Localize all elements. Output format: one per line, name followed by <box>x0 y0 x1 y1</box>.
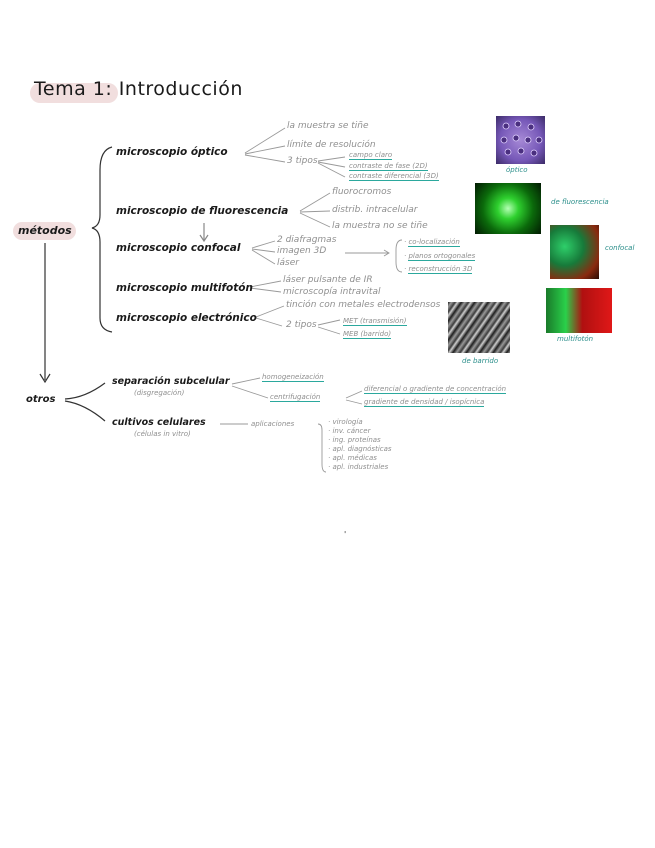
cultivos-title: cultivos celulares <box>112 417 206 428</box>
cultivos-list-6: · apl. industriales <box>328 463 389 471</box>
caption-fluorescencia: de fluorescencia <box>551 198 609 206</box>
metodos-highlight <box>13 222 76 240</box>
page-title: Tema 1: Introducción <box>34 78 243 100</box>
cultivos-list-4: · apl. diagnósticas <box>328 445 392 453</box>
electronico-tipo-2: MEB (barrido) <box>343 330 392 339</box>
cultivos-list-5: · apl. médicas <box>328 454 377 462</box>
optico-item-3: 3 tipos <box>287 156 318 166</box>
optico-tipo-2: contraste de fase (2D) <box>349 162 428 171</box>
caption-barrido: de barrido <box>462 357 499 365</box>
fluor-item-1: fluorocromos <box>332 187 392 197</box>
fluor-item-3: la muestra no se tiñe <box>332 221 428 231</box>
confocal-extra-1: co-localización <box>408 238 460 247</box>
cultivos-list-3: · ing. proteínas <box>328 436 381 444</box>
multifoton-item-1: láser pulsante de IR <box>283 275 373 285</box>
title-prefix: Tema 1 <box>34 78 106 100</box>
branch-fluorescencia: microscopio de fluorescencia <box>116 205 289 217</box>
metodos-label: métodos <box>18 224 72 237</box>
optico-item-1: la muestra se tiñe <box>287 121 369 131</box>
separacion-title: separación subcelular <box>112 376 230 387</box>
barrido-image <box>448 302 510 353</box>
page-mark: ' <box>344 530 347 539</box>
otros-label: otros <box>26 394 56 405</box>
optico-item-2: límite de resolución <box>287 140 376 150</box>
optico-cells-graphic <box>500 120 543 157</box>
electronico-item-2: 2 tipos <box>286 320 317 330</box>
multifoton-item-2: microscopía intravital <box>283 287 381 297</box>
branch-multifoton: microscopio multifotón <box>116 282 253 294</box>
cultivos-list-2: · inv. cáncer <box>328 427 371 435</box>
branch-optico: microscopio óptico <box>116 146 228 158</box>
confocal-extra-2: planos ortogonales <box>408 252 476 261</box>
fluor-item-2: distrib. intracelular <box>332 205 418 215</box>
optico-image <box>496 116 545 164</box>
cultivos-list-1: · virología <box>328 418 363 426</box>
confocal-item-3: láser <box>277 258 299 268</box>
caption-multifoton: multifotón <box>557 335 594 343</box>
separacion-grad: gradiente de densidad / isopícnica <box>364 398 485 407</box>
separacion-note: (disgregación) <box>134 389 185 397</box>
cultivos-aplicaciones: aplicaciones <box>251 420 295 428</box>
separacion-homog: homogeneización <box>262 373 324 382</box>
optico-tipo-1: campo claro <box>349 151 393 160</box>
confocal-item-2: imagen 3D <box>277 246 327 256</box>
separacion-centri: centrifugación <box>270 393 321 402</box>
optico-tipo-3: contraste diferencial (3D) <box>349 172 439 181</box>
confocal-item-1: 2 diafragmas <box>277 235 337 245</box>
title-highlight <box>30 83 118 103</box>
caption-optico: óptico <box>506 166 528 174</box>
branch-confocal: microscopio confocal <box>116 242 241 254</box>
electronico-tipo-1: MET (transmisión) <box>343 317 407 326</box>
multifoton-image <box>546 288 612 333</box>
cultivos-note: (células in vitro) <box>134 430 191 438</box>
branch-electronico: microscopio electrónico <box>116 312 257 324</box>
fluorescencia-image <box>475 183 541 234</box>
electronico-item-1: tinción con metales electrodensos <box>286 300 441 310</box>
confocal-image <box>550 225 599 279</box>
separacion-dif: diferencial o gradiente de concentración <box>364 385 507 394</box>
title-suffix: : Introducción <box>105 78 243 100</box>
caption-confocal: confocal <box>605 244 635 252</box>
confocal-extra-3: reconstrucción 3D <box>408 265 473 274</box>
